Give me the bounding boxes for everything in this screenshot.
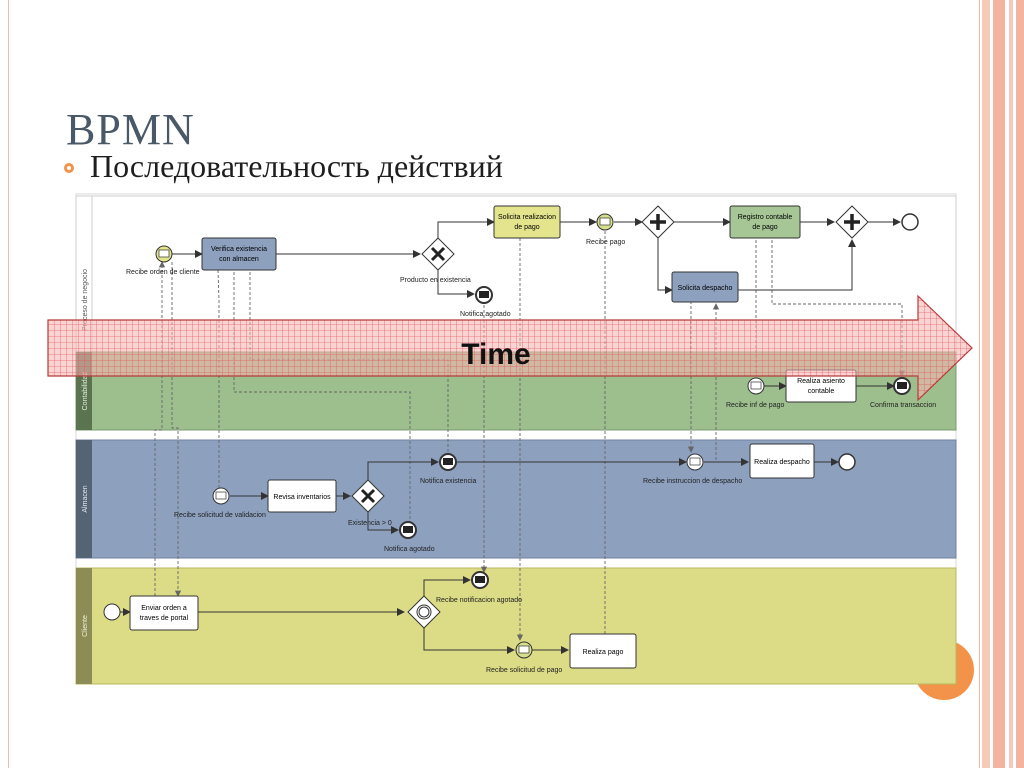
task-solicita-realizacion-pago: Solicita realizacion de pago [493, 205, 561, 239]
task-registro-contable: Registro contable de pago [729, 205, 801, 239]
label-recibe-solicitud-pago: Recibe solicitud de pago [486, 667, 562, 674]
svg-text:de pago: de pago [514, 224, 539, 231]
event-confirma-transaccion [893, 377, 911, 395]
gateway-exclusive-existencia [351, 479, 385, 513]
label-recibe-pago: Recibe pago [586, 239, 625, 246]
start-event-cliente [103, 603, 121, 621]
right-decor-bar-2 [993, 0, 1005, 768]
svg-text:contable: contable [808, 388, 835, 395]
svg-text:Revisa inventarios: Revisa inventarios [273, 494, 331, 501]
gateway-parallel-split [641, 205, 675, 239]
svg-text:Realiza pago: Realiza pago [583, 649, 624, 656]
lane-cliente: Cliente [75, 567, 957, 685]
lane-label-proceso: Proceso de negocio [82, 269, 89, 331]
task-verifica-existencia: Verifica existencia con almacen [201, 237, 277, 271]
svg-text:con almacen: con almacen [219, 256, 259, 263]
gateway-parallel-join [835, 205, 869, 239]
label-notifica-agotado-almacen: Notifica agotado [384, 546, 435, 553]
gateway-exclusive-producto [421, 237, 455, 271]
event-notifica-agotado-top [475, 286, 493, 304]
event-recibe-solicitud-validacion [212, 487, 230, 505]
bullet-text: Последовательность действий [90, 148, 503, 184]
svg-text:Verifica existencia: Verifica existencia [211, 246, 267, 253]
end-event-proceso [901, 213, 919, 231]
slide-title: BPMN [66, 105, 195, 154]
right-decor-bar-1 [982, 0, 990, 768]
label-recibe-instruccion: Recibe instruccion de despacho [643, 478, 742, 485]
lane-label-contabilidad: Contabilidad [82, 371, 89, 410]
label-confirma: Confirma transaccion [870, 402, 936, 409]
lane-label-almacen: Almacen [82, 485, 89, 512]
label-recibe-solicitud-validacion: Recibe solicitud de validacion [174, 512, 266, 519]
svg-text:Realiza asiento: Realiza asiento [797, 378, 845, 385]
label-producto-existencia: Producto en existencia [400, 277, 471, 284]
task-realiza-despacho: Realiza despacho [749, 443, 815, 479]
bullet-item: Последовательность действий [64, 146, 503, 186]
label-existencia: Existencia > 0 [348, 520, 392, 527]
right-decor-bar-3 [1009, 0, 1013, 768]
svg-text:Enviar orden a: Enviar orden a [141, 605, 187, 612]
slide-frame [8, 0, 980, 768]
svg-text:Solicita realizacion: Solicita realizacion [498, 214, 556, 221]
time-arrow-label: Time [461, 338, 530, 371]
svg-text:traves de portal: traves de portal [140, 615, 189, 622]
lane-label-cliente: Cliente [82, 615, 89, 637]
event-notifica-agotado-almacen [399, 521, 417, 539]
label-recibe-inf-pago: Recibe inf de pago [726, 402, 784, 409]
event-recibe-instruccion [686, 453, 704, 471]
svg-text:Solicita despacho: Solicita despacho [678, 285, 733, 292]
event-recibe-orden [155, 245, 173, 263]
event-notifica-existencia [439, 453, 457, 471]
label-notifica-existencia: Notifica existencia [420, 478, 477, 485]
time-arrow: Time [47, 294, 973, 402]
task-enviar-orden: Enviar orden a traves de portal [129, 595, 199, 631]
svg-text:Registro contable: Registro contable [738, 214, 793, 221]
svg-text:de pago: de pago [752, 224, 777, 231]
event-recibe-notificacion [471, 571, 489, 589]
task-solicita-despacho: Solicita despacho [671, 271, 739, 303]
event-recibe-solicitud-pago [515, 641, 533, 659]
right-decor-bar-4 [1016, 0, 1024, 768]
event-recibe-inf-pago [747, 377, 765, 395]
end-event-almacen [838, 453, 856, 471]
label-recibe-orden: Recibe orden de cliente [126, 269, 200, 276]
label-recibe-notificacion: Recibe notificacion agotado [436, 597, 522, 604]
sequence-flows [120, 218, 901, 654]
task-realiza-asiento: Realiza asiento contable [785, 369, 857, 403]
task-revisa-inventarios: Revisa inventarios [267, 479, 337, 513]
event-recibe-pago [596, 213, 614, 231]
task-realiza-pago: Realiza pago [569, 633, 637, 669]
svg-text:Realiza despacho: Realiza despacho [754, 459, 810, 466]
lane-almacen: Almacen [75, 439, 957, 559]
gateway-event-based [407, 595, 441, 629]
bullet-circle-icon [64, 163, 74, 173]
label-notifica-agotado-top: Notifica agotado [460, 311, 511, 318]
